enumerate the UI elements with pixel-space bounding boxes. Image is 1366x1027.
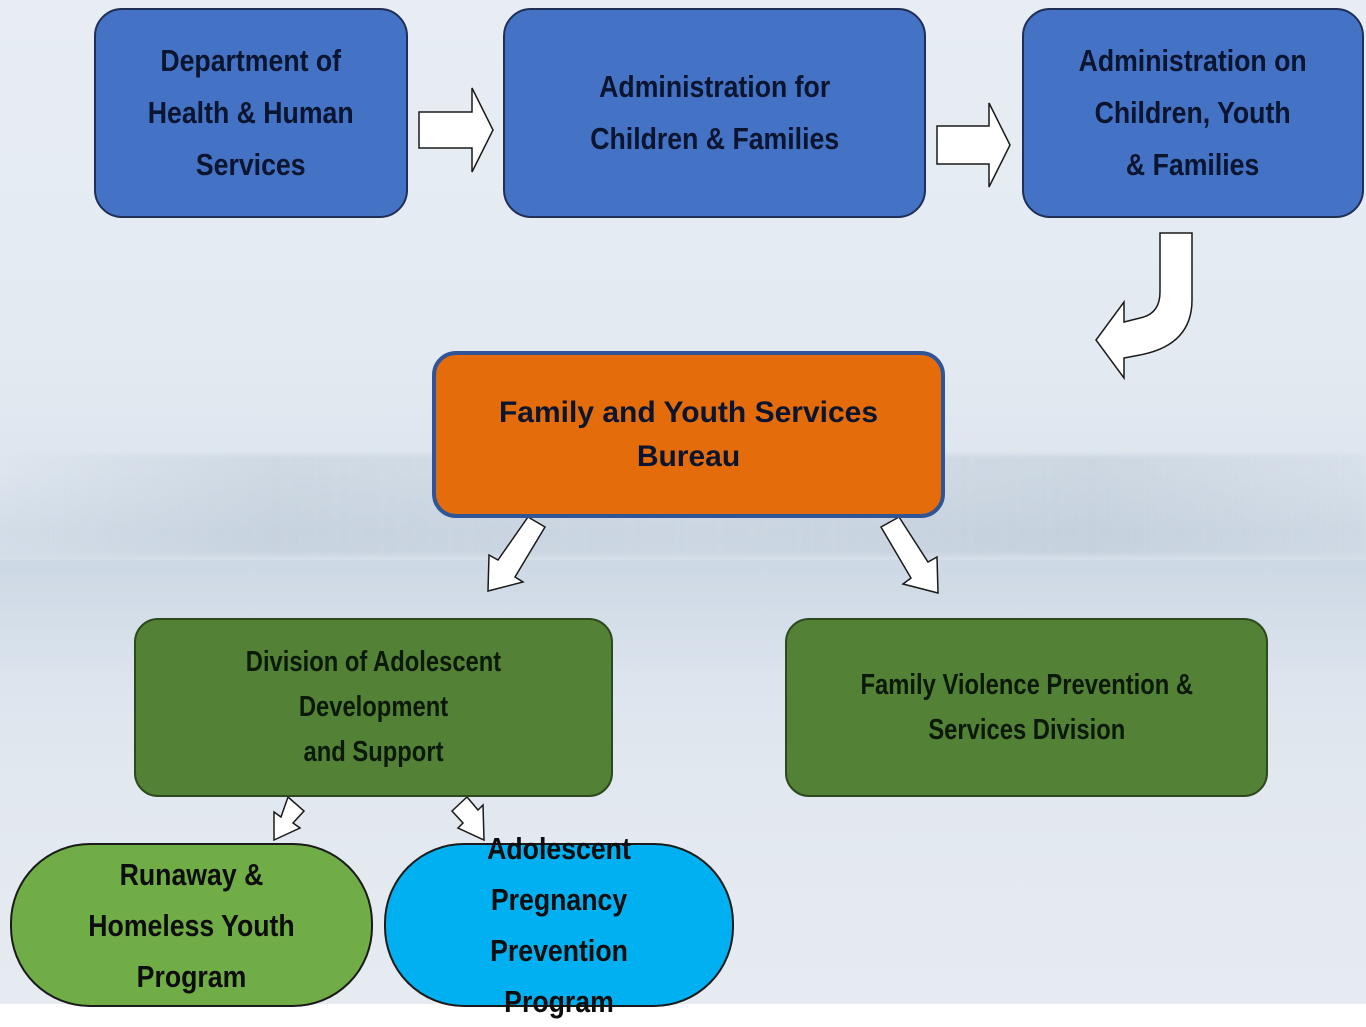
arrow-acf-to-acyf [936, 102, 1011, 188]
node-label: Division of Adolescent Development and S… [245, 646, 502, 768]
arrow-fysb-to-dads [487, 516, 547, 592]
node-label: Adolescent Pregnancy Prevention Program [487, 831, 631, 1019]
arrow-acyf-to-fysb [1095, 232, 1193, 381]
node-division-adolescent-development: Division of Adolescent Development and S… [134, 618, 613, 797]
node-label: Family and Youth Services Bureau [498, 395, 879, 473]
arrow-dads-to-rhy [273, 795, 306, 842]
node-dept-health-human-services: Department of Health & Human Services [94, 8, 408, 218]
arrow-dads-to-app [450, 795, 485, 842]
arrow-hhs-to-acf [418, 87, 494, 173]
node-admin-children-youth-families: Administration on Children, Youth & Fami… [1022, 8, 1364, 218]
node-runaway-homeless-youth-program: Runaway & Homeless Youth Program [10, 843, 373, 1007]
node-label: Runaway & Homeless Youth Program [88, 856, 295, 994]
connector-arrows [273, 87, 1193, 842]
node-family-violence-prevention-division: Family Violence Prevention & Services Di… [785, 618, 1268, 797]
node-admin-children-families: Administration for Children & Families [503, 8, 926, 218]
node-label: Administration for Children & Families [590, 69, 839, 156]
node-family-youth-services-bureau: Family and Youth Services Bureau [432, 351, 945, 518]
node-adolescent-pregnancy-prevention-program: Adolescent Pregnancy Prevention Program [384, 831, 734, 1019]
arrow-fysb-to-fvps [879, 516, 939, 594]
node-label: Department of Health & Human Services [148, 43, 354, 182]
node-label: Family Violence Prevention & Services Di… [860, 668, 1193, 746]
node-label: Administration on Children, Youth & Fami… [1078, 43, 1308, 182]
